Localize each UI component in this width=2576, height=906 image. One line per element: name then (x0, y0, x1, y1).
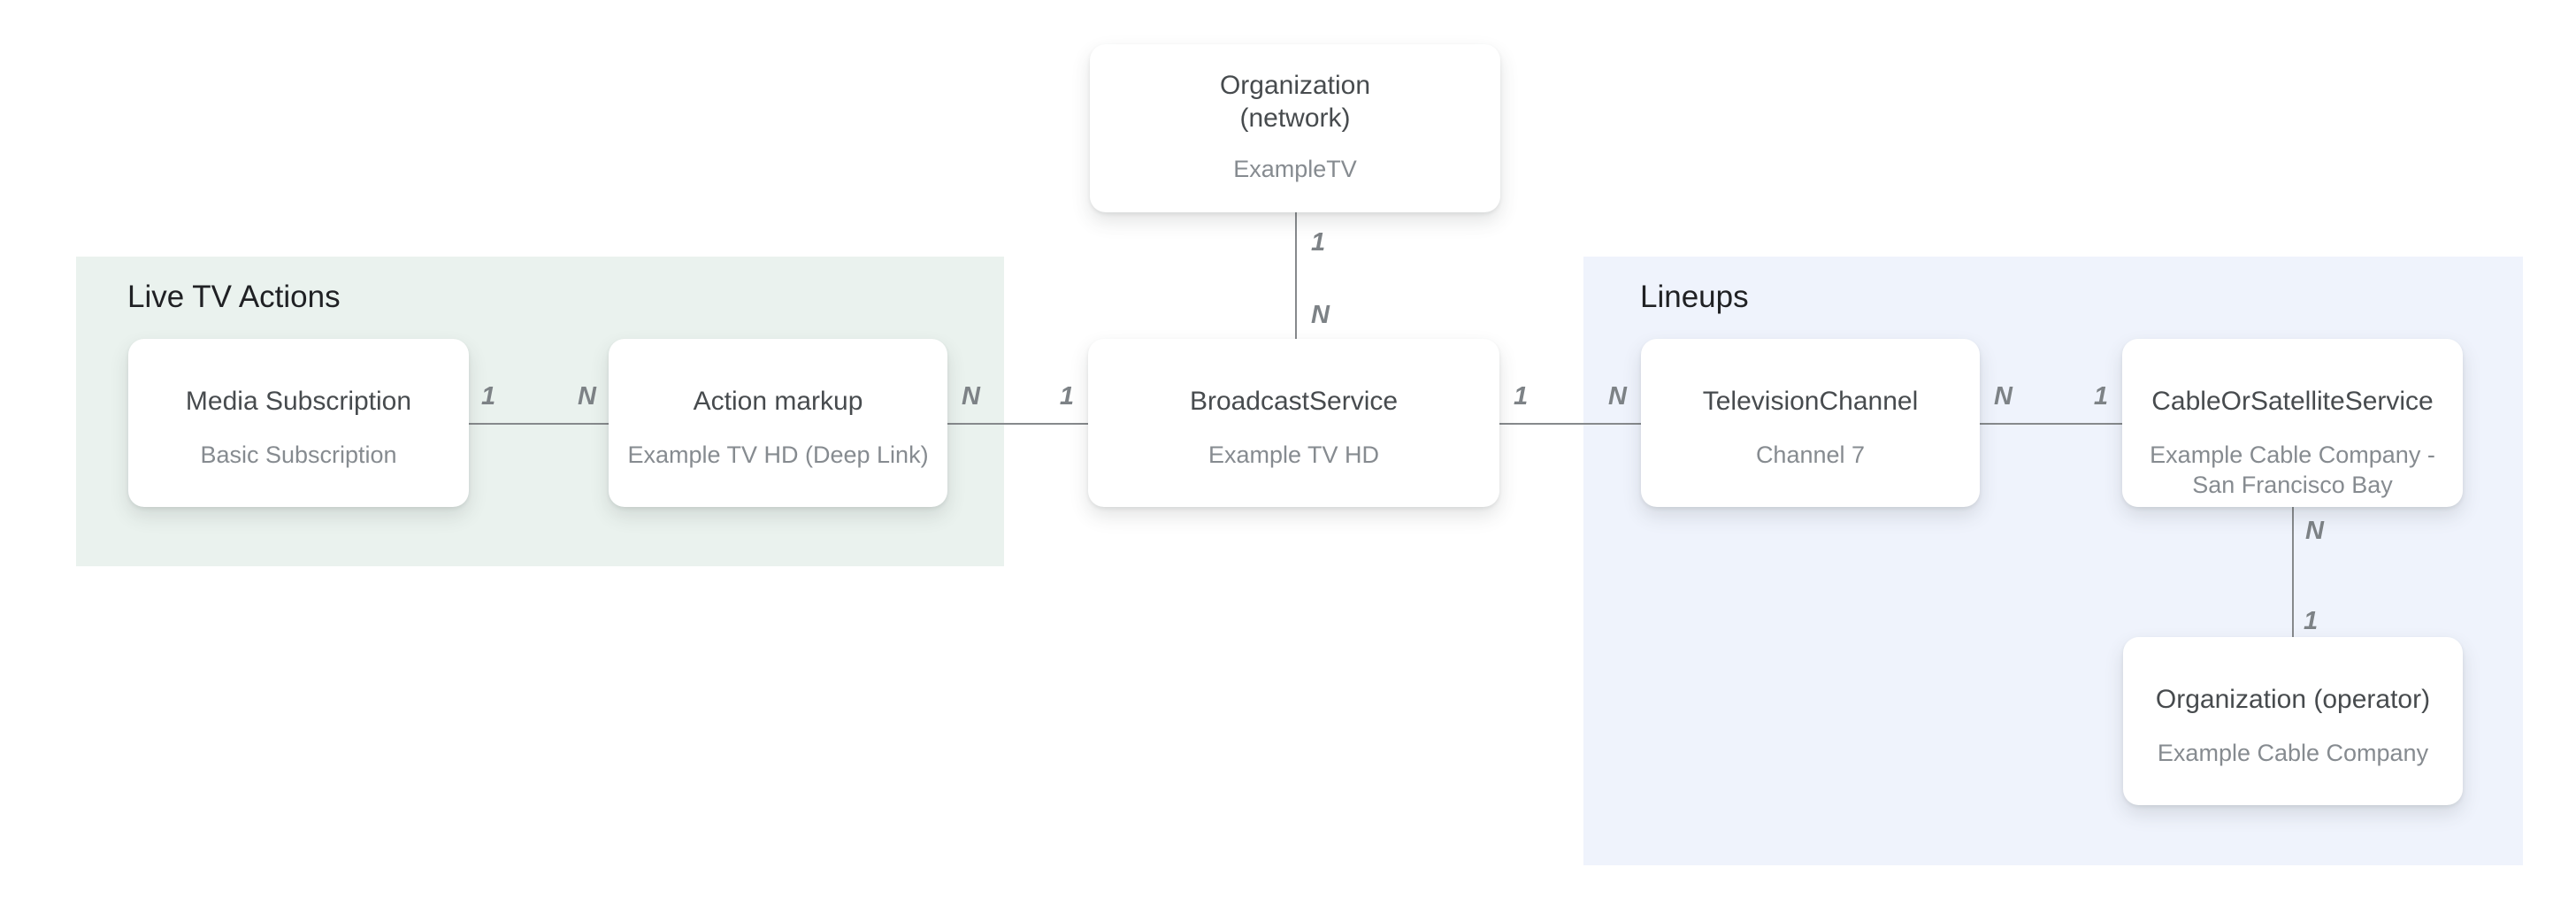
node-title: BroadcastService (1189, 387, 1399, 416)
node-subtitle: Channel 7 (1755, 441, 1866, 468)
node-cable-or-satellite-service: CableOrSatelliteService Example Cable Co… (2122, 339, 2463, 507)
node-title: Media Subscription (185, 387, 412, 416)
region-title-live-tv-actions: Live TV Actions (127, 280, 341, 314)
connector-subscription-to-action (467, 423, 610, 425)
cardinality-subscription-to-action-from: 1 (481, 382, 496, 411)
connector-channel-to-cable (1980, 423, 2122, 425)
node-media-subscription: Media Subscription Basic Subscription (128, 339, 469, 507)
node-television-channel: TelevisionChannel Channel 7 (1641, 339, 1980, 507)
cardinality-cable-to-operator-from: N (2305, 517, 2324, 545)
node-subtitle: Example Cable Company - San Francisco Ba… (2150, 441, 2435, 498)
connector-cable-to-operator (2292, 507, 2294, 637)
node-title: Action markup (693, 387, 863, 416)
cardinality-channel-to-cable-from: N (1994, 382, 2012, 411)
node-subtitle: Example TV HD (Deep Link) (627, 441, 929, 468)
region-title-lineups: Lineups (1640, 280, 1749, 314)
cardinality-subscription-to-action-to: N (578, 382, 596, 411)
node-subtitle: Example TV HD (1208, 441, 1380, 468)
node-subtitle: Example Cable Company (2157, 740, 2429, 766)
node-organization-operator: Organization (operator) Example Cable Co… (2123, 637, 2463, 805)
cardinality-cable-to-operator-to: 1 (2304, 607, 2319, 635)
node-subtitle: ExampleTV (1233, 156, 1357, 182)
connector-broadcast-to-channel (1499, 423, 1641, 425)
cardinality-action-to-broadcast-to: 1 (1059, 382, 1074, 411)
cardinality-network-to-broadcast-from: 1 (1311, 228, 1326, 257)
cardinality-action-to-broadcast-from: N (962, 382, 980, 411)
cardinality-channel-to-cable-to: 1 (2093, 382, 2108, 411)
cardinality-network-to-broadcast-to: N (1311, 301, 1330, 329)
node-title: TelevisionChannel (1702, 387, 1919, 416)
node-broadcast-service: BroadcastService Example TV HD (1088, 339, 1499, 507)
connector-network-to-broadcast (1295, 212, 1297, 339)
node-title: CableOrSatelliteService (2151, 387, 2434, 416)
node-title: Organization (operator) (2155, 685, 2431, 714)
cardinality-broadcast-to-channel-from: 1 (1514, 382, 1529, 411)
node-organization-network: Organization (network) ExampleTV (1090, 44, 1500, 212)
connector-action-to-broadcast (946, 423, 1088, 425)
node-title: Organization (network) (1219, 71, 1371, 133)
cardinality-broadcast-to-channel-to: N (1608, 382, 1627, 411)
node-action-markup: Action markup Example TV HD (Deep Link) (609, 339, 947, 507)
node-subtitle: Basic Subscription (200, 441, 397, 468)
